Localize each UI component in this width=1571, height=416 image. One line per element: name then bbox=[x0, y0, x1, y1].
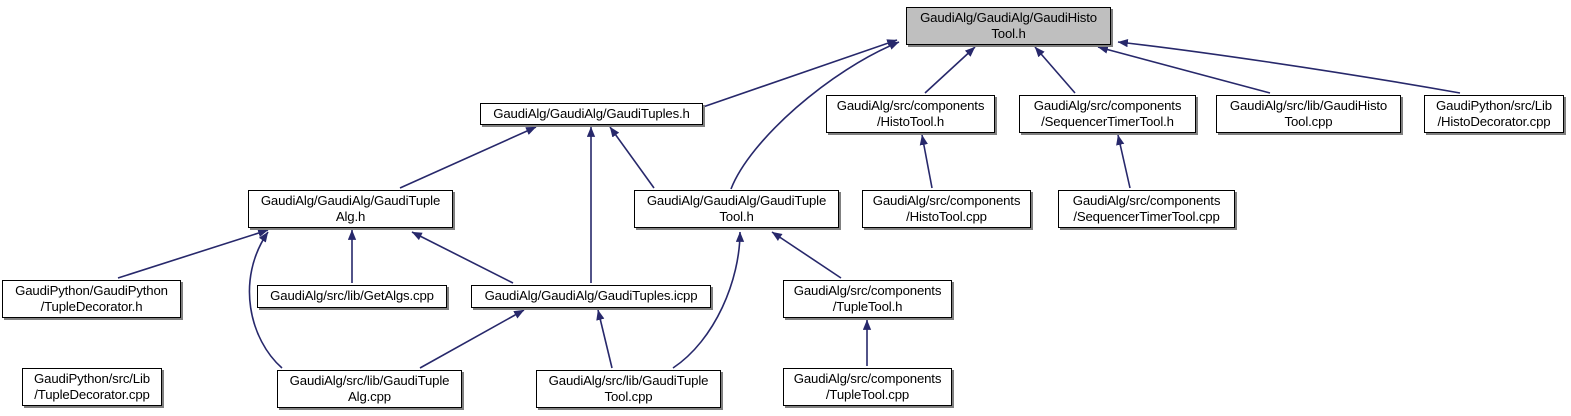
graph-node-tupledecorator_h[interactable]: GaudiPython/GaudiPython /TupleDecorator.… bbox=[2, 280, 181, 318]
graph-node-gauditupleatg_h[interactable]: GaudiAlg/GaudiAlg/GaudiTuple Alg.h bbox=[248, 190, 453, 228]
graph-node-tupledecorator_cpp[interactable]: GaudiPython/src/Lib /TupleDecorator.cpp bbox=[22, 368, 162, 406]
graph-node-label: GaudiAlg/src/components /SequencerTimerT… bbox=[1072, 192, 1221, 225]
graph-node-histodecorator_cpp[interactable]: GaudiPython/src/Lib /HistoDecorator.cpp bbox=[1424, 95, 1564, 133]
graph-node-label: GaudiAlg/src/components /HistoTool.cpp bbox=[872, 192, 1021, 225]
graph-edge-gaudituples_icpp-to-gauditupleatg_h bbox=[411, 231, 514, 284]
graph-edge-gaudihistotool_cpp-to-gaudihistotool_h bbox=[1097, 45, 1271, 94]
graph-node-histotool_h[interactable]: GaudiAlg/src/components /HistoTool.h bbox=[826, 95, 995, 133]
graph-edge-gauditupletool_h-to-gaudituples_h bbox=[609, 126, 655, 189]
graph-node-label: GaudiAlg/GaudiAlg/GaudiHisto Tool.h bbox=[920, 9, 1097, 42]
graph-node-gaudituples_h[interactable]: GaudiAlg/GaudiAlg/GaudiTuples.h bbox=[480, 103, 703, 125]
graph-node-gauditupletool_h[interactable]: GaudiAlg/GaudiAlg/GaudiTuple Tool.h bbox=[634, 190, 839, 228]
graph-node-label: GaudiAlg/src/components /HistoTool.h bbox=[836, 97, 985, 130]
graph-node-label: GaudiAlg/GaudiAlg/GaudiTuple Tool.h bbox=[646, 192, 827, 225]
graph-node-tupletool_cpp[interactable]: GaudiAlg/src/components /TupleTool.cpp bbox=[783, 368, 952, 406]
graph-node-gaudihistotool_h[interactable]: GaudiAlg/GaudiAlg/GaudiHisto Tool.h bbox=[906, 7, 1111, 45]
graph-edge-gauditupleatg_cpp-to-gaudituples_icpp bbox=[419, 309, 525, 369]
graph-node-gauditupletool_cpp[interactable]: GaudiAlg/src/lib/GaudiTuple Tool.cpp bbox=[536, 370, 721, 408]
graph-node-label: GaudiAlg/src/lib/GaudiTuple Tool.cpp bbox=[548, 372, 709, 405]
graph-node-label: GaudiAlg/src/components /TupleTool.h bbox=[793, 282, 942, 315]
graph-node-tupletool_h[interactable]: GaudiAlg/src/components /TupleTool.h bbox=[783, 280, 952, 318]
graph-node-getalgs_cpp[interactable]: GaudiAlg/src/lib/GetAlgs.cpp bbox=[257, 285, 447, 308]
graph-node-label: GaudiAlg/src/components /TupleTool.cpp bbox=[793, 370, 942, 403]
graph-edge-tupledecorator_h-to-gauditupleatg_h bbox=[117, 229, 269, 279]
graph-node-histotool_cpp[interactable]: GaudiAlg/src/components /HistoTool.cpp bbox=[862, 190, 1031, 228]
graph-edge-sequencertimertool_h-to-gaudihistotool_h bbox=[1034, 46, 1076, 94]
graph-node-label: GaudiPython/src/Lib /HistoDecorator.cpp bbox=[1436, 97, 1552, 130]
graph-edge-sequencertimertool_cpp-to-sequencertimertool_h bbox=[1116, 134, 1131, 189]
graph-node-label: GaudiAlg/src/lib/GaudiTuple Alg.cpp bbox=[289, 372, 450, 405]
graph-node-label: GaudiPython/src/Lib /TupleDecorator.cpp bbox=[34, 370, 150, 403]
graph-node-label: GaudiPython/GaudiPython /TupleDecorator.… bbox=[15, 282, 168, 315]
graph-node-sequencertimertool_h[interactable]: GaudiAlg/src/components /SequencerTimerT… bbox=[1019, 95, 1196, 133]
graph-edge-tupletool_h-to-gauditupletool_h bbox=[771, 231, 842, 279]
graph-node-label: GaudiAlg/GaudiAlg/GaudiTuples.icpp bbox=[484, 288, 698, 304]
graph-node-label: GaudiAlg/src/lib/GaudiHisto Tool.cpp bbox=[1229, 97, 1388, 130]
graph-edge-histodecorator_cpp-to-gaudihistotool_h bbox=[1117, 38, 1461, 94]
graph-node-label: GaudiAlg/src/components /SequencerTimerT… bbox=[1033, 97, 1182, 130]
graph-edge-histotool_cpp-to-histotool_h bbox=[919, 134, 933, 189]
graph-edge-histotool_h-to-gaudihistotool_h bbox=[924, 46, 976, 94]
graph-node-gaudihistotool_cpp[interactable]: GaudiAlg/src/lib/GaudiHisto Tool.cpp bbox=[1216, 95, 1401, 133]
graph-node-label: GaudiAlg/src/lib/GetAlgs.cpp bbox=[270, 288, 434, 304]
graph-node-gaudituples_icpp[interactable]: GaudiAlg/GaudiAlg/GaudiTuples.icpp bbox=[471, 285, 711, 308]
graph-node-label: GaudiAlg/GaudiAlg/GaudiTuple Alg.h bbox=[260, 192, 441, 225]
graph-node-sequencertimertool_cpp[interactable]: GaudiAlg/src/components /SequencerTimerT… bbox=[1058, 190, 1235, 228]
graph-node-gauditupleatg_cpp[interactable]: GaudiAlg/src/lib/GaudiTuple Alg.cpp bbox=[277, 370, 462, 408]
graph-node-label: GaudiAlg/GaudiAlg/GaudiTuples.h bbox=[493, 105, 690, 121]
graph-edge-gauditupletool_cpp-to-gaudituples_icpp bbox=[596, 309, 613, 369]
graph-edge-gauditupleatg_h-to-gaudituples_h bbox=[399, 126, 537, 189]
